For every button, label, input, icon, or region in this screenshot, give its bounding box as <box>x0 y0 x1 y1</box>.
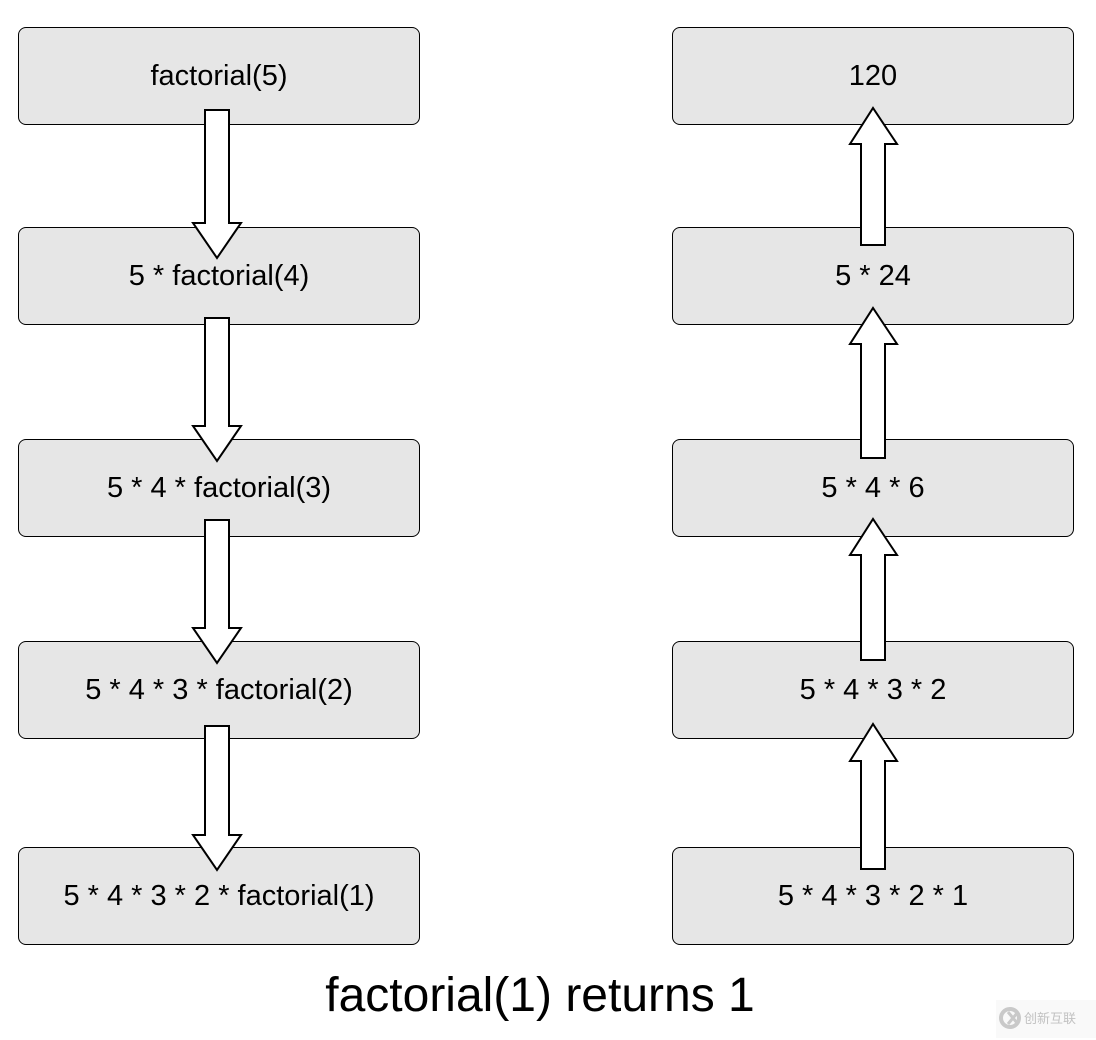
box-label: 5 * 4 * 3 * 2 <box>799 673 947 706</box>
down-arrow-4 <box>191 725 243 872</box>
up-arrow-3 <box>848 517 899 661</box>
up-arrow-1 <box>848 106 899 246</box>
box-label: factorial(5) <box>150 59 288 92</box>
down-arrow-1 <box>191 109 243 260</box>
right-box-5: 5 * 4 * 3 * 2 * 1 <box>672 847 1074 945</box>
caption: factorial(1) returns 1 <box>325 969 755 1022</box>
box-label: 5 * 4 * 3 * 2 * factorial(1) <box>63 879 375 912</box>
box-label: 120 <box>848 59 898 92</box>
box-label: 5 * factorial(4) <box>128 259 310 292</box>
left-box-1: factorial(5) <box>18 27 420 125</box>
up-arrow-2 <box>848 306 899 459</box>
down-arrow-2 <box>191 317 243 463</box>
watermark-logo: 创新互联 <box>996 1000 1096 1038</box>
box-label: 5 * 4 * 3 * 2 * 1 <box>777 879 969 912</box>
box-label: 5 * 4 * 3 * factorial(2) <box>85 673 353 706</box>
box-label: 5 * 4 * 6 <box>821 471 925 504</box>
down-arrow-3 <box>191 519 243 665</box>
box-label: 5 * 24 <box>835 259 911 292</box>
box-label: 5 * 4 * factorial(3) <box>106 471 332 504</box>
svg-text:创新互联: 创新互联 <box>1024 1011 1076 1027</box>
up-arrow-4 <box>848 722 899 870</box>
